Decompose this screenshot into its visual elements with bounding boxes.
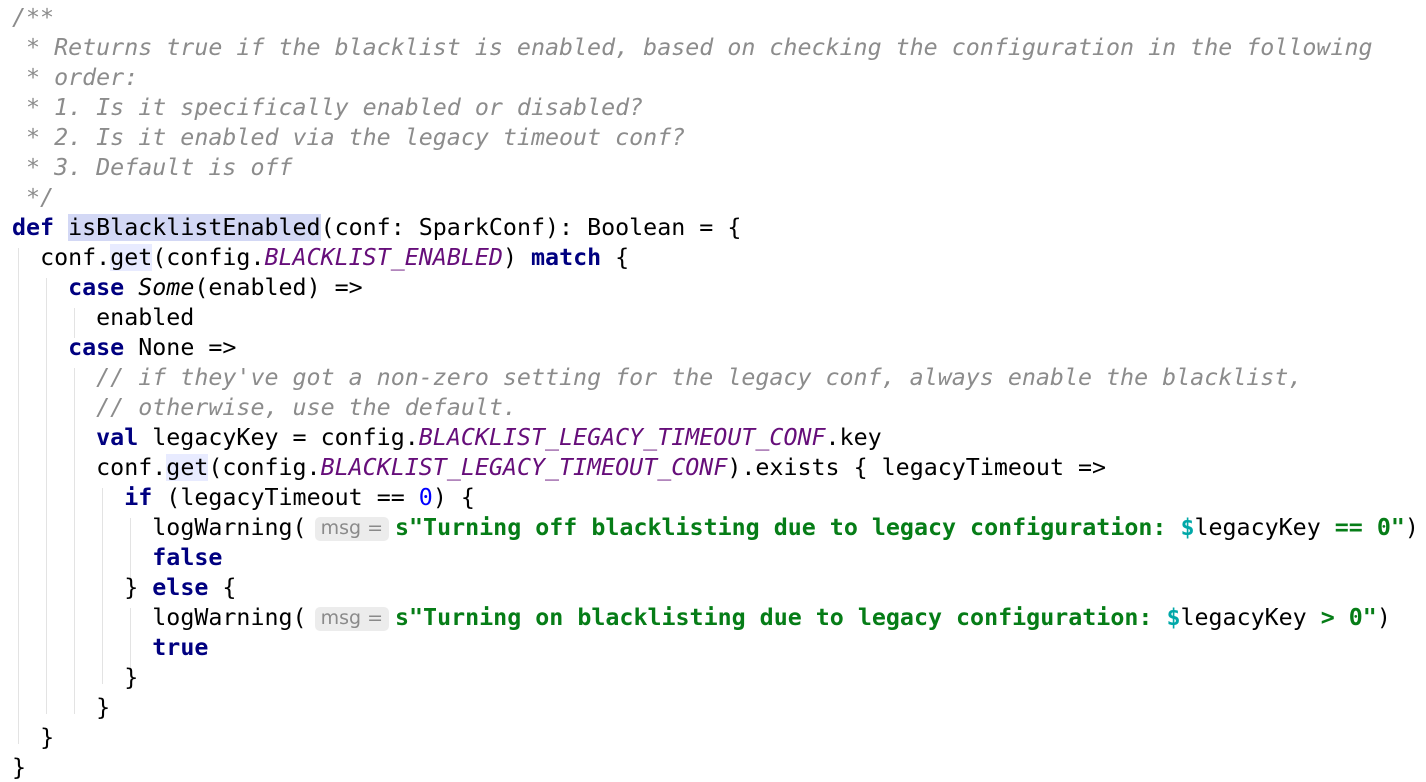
parameter-hint-msg: msg = <box>314 517 389 541</box>
legacy-timeout-const: BLACKLIST_LEGACY_TIMEOUT_CONF <box>418 424 826 451</box>
indent-guide <box>74 308 75 338</box>
get-method-highlighted[interactable]: get <box>110 244 153 271</box>
string-literal: > 0" <box>1306 604 1377 631</box>
keyword-true: true <box>152 634 209 661</box>
some-pattern: Some <box>138 274 195 301</box>
doc-comment-text: * order: <box>12 64 139 91</box>
legacy-key-ref: legacyKey <box>1180 604 1307 631</box>
conf-ref: conf. <box>96 454 167 481</box>
keyword-case: case <box>68 334 125 361</box>
legacy-key-assign: legacyKey = config. <box>138 424 419 451</box>
code-line-case-none[interactable]: case None => <box>12 333 236 363</box>
legacy-timeout-const: BLACKLIST_LEGACY_TIMEOUT_CONF <box>320 454 728 481</box>
doc-comment-text: */ <box>12 184 55 211</box>
brace-close: } <box>124 664 139 691</box>
code-line-close-def[interactable]: } <box>12 753 26 782</box>
doc-comment-text: * 1. Is it specifically enabled or disab… <box>12 94 644 121</box>
keyword-else: else <box>152 574 209 601</box>
doc-comment-line: * 3. Default is off <box>12 153 293 183</box>
brace-close: } <box>124 574 153 601</box>
parameter-hint-msg: msg = <box>314 607 389 631</box>
indent-guide <box>46 278 47 714</box>
line-comment: // if they've got a non-zero setting for… <box>96 364 1303 391</box>
keyword-match: match <box>531 244 602 271</box>
code-line-log-off[interactable]: logWarning( msg =s"Turning off blacklisti… <box>12 513 1419 543</box>
code-line-else[interactable]: } else { <box>12 573 236 603</box>
code-line-comment: // if they've got a non-zero setting for… <box>12 363 1302 393</box>
log-warning-call: logWarning( <box>152 514 307 541</box>
if-close: ) { <box>432 484 475 511</box>
brace-open: { <box>601 244 630 271</box>
brace-close: } <box>96 694 111 721</box>
enabled-ref: enabled <box>96 304 195 331</box>
keyword-false: false <box>152 544 223 571</box>
brace-close: } <box>40 724 55 751</box>
log-warning-call: logWarning( <box>152 604 307 631</box>
code-line-close-match[interactable]: } <box>12 723 54 753</box>
line-comment: // otherwise, use the default. <box>96 394 517 421</box>
indent-guide <box>74 368 75 714</box>
code-line-match[interactable]: conf.get(config.BLACKLIST_ENABLED) match… <box>12 243 629 273</box>
code-line-enabled[interactable]: enabled <box>12 303 194 333</box>
doc-comment-text: /** <box>12 4 55 31</box>
code-line-close-if[interactable]: } <box>12 663 138 693</box>
string-literal: s"Turning on blacklisting due to legacy … <box>395 604 1167 631</box>
doc-comment-text: * 3. Default is off <box>12 154 293 181</box>
doc-comment-text: * 2. Is it enabled via the legacy timeou… <box>12 124 686 151</box>
paren-close: ) <box>1376 604 1391 631</box>
indent-guide <box>102 488 103 684</box>
code-line-def[interactable]: def isBlacklistEnabled(conf: SparkConf):… <box>12 213 741 243</box>
code-line-false[interactable]: false <box>12 543 222 573</box>
get-method-highlighted[interactable]: get <box>166 454 209 481</box>
brace-close: } <box>12 754 27 781</box>
exists-rest: ).exists { legacyTimeout => <box>727 454 1107 481</box>
string-literal: == 0" <box>1320 514 1405 541</box>
indent-guide <box>18 248 19 744</box>
doc-comment-line: * 1. Is it specifically enabled or disab… <box>12 93 643 123</box>
interpolation-dollar: $ <box>1180 514 1195 541</box>
indent-guide <box>130 608 131 668</box>
doc-comment-line: */ <box>12 183 54 213</box>
code-line-val[interactable]: val legacyKey = config.BLACKLIST_LEGACY_… <box>12 423 882 453</box>
doc-comment-text: * Returns true if the blacklist is enabl… <box>12 34 1373 61</box>
code-line-log-on[interactable]: logWarning( msg =s"Turning on blacklistin… <box>12 603 1391 633</box>
code-line-if[interactable]: if (legacyTimeout == 0) { <box>12 483 475 513</box>
doc-comment-line: * 2. Is it enabled via the legacy timeou… <box>12 123 685 153</box>
doc-comment-line: * Returns true if the blacklist is enabl… <box>12 33 1373 63</box>
interpolation-dollar: $ <box>1166 604 1181 631</box>
code-line-true[interactable]: true <box>12 633 208 663</box>
paren-close: ) <box>502 244 532 271</box>
if-condition: (legacyTimeout == <box>152 484 419 511</box>
code-line-comment: // otherwise, use the default. <box>12 393 517 423</box>
legacy-key-ref: legacyKey <box>1194 514 1321 541</box>
string-literal: s"Turning off blacklisting due to legacy… <box>395 514 1181 541</box>
function-signature: (conf: SparkConf): Boolean = { <box>320 214 742 241</box>
doc-comment-line: * order: <box>12 63 138 93</box>
keyword-def: def <box>12 214 55 241</box>
case-some-rest: (enabled) => <box>194 274 363 301</box>
case-none-rest: None => <box>124 334 237 361</box>
keyword-val: val <box>96 424 139 451</box>
paren-close: ) <box>1404 514 1419 541</box>
indent-guide <box>130 518 131 578</box>
code-line-close-exists[interactable]: } <box>12 693 110 723</box>
keyword-if: if <box>124 484 153 511</box>
brace-open: { <box>208 574 237 601</box>
doc-comment-line: /** <box>12 3 54 33</box>
keyword-case: case <box>68 274 125 301</box>
dot-key: .key <box>825 424 882 451</box>
function-name-selected[interactable]: isBlacklistEnabled <box>68 214 321 241</box>
config-ref: (config. <box>208 454 321 481</box>
code-line-exists[interactable]: conf.get(config.BLACKLIST_LEGACY_TIMEOUT… <box>12 453 1106 483</box>
config-ref: (config. <box>152 244 265 271</box>
number-literal: 0 <box>418 484 433 511</box>
blacklist-enabled-const: BLACKLIST_ENABLED <box>264 244 503 271</box>
conf-ref: conf. <box>40 244 111 271</box>
code-line-case-some[interactable]: case Some(enabled) => <box>12 273 363 303</box>
